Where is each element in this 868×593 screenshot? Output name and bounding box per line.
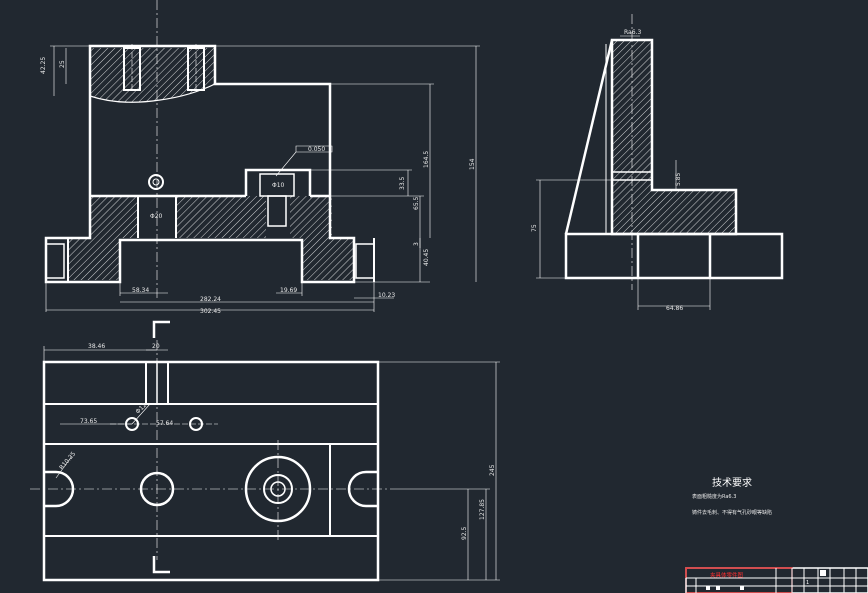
dim-width-inner: 282.24 bbox=[200, 296, 221, 303]
side-dim-small: 5.85 bbox=[675, 172, 682, 186]
technical-requirements: 技术要求 表面粗糙度为Ra6.3 铸件去毛刺、不得有气孔砂眼等缺陷 bbox=[692, 476, 772, 516]
tech-req-line1: 表面粗糙度为Ra6.3 bbox=[692, 493, 736, 500]
dim-width-left: 58.34 bbox=[132, 287, 149, 294]
top-dim-offset-left: 38.46 bbox=[88, 343, 105, 350]
side-view: Ra6.3 75 64.86 5.85 bbox=[531, 14, 784, 312]
title-block: 夹具体零件图 1 bbox=[685, 567, 868, 593]
dim-slot-height: 33.5 bbox=[399, 176, 406, 190]
dim-width-right: 19.69 bbox=[280, 287, 297, 294]
dim-width-total: 302.45 bbox=[200, 308, 221, 315]
top-dim-height-low: 92.5 bbox=[461, 526, 468, 540]
dim-hole-label-2: Φ20 bbox=[150, 213, 163, 220]
top-dim-slot-w: 20 bbox=[152, 343, 160, 350]
title-block-qty: 1 bbox=[806, 580, 809, 586]
front-view: 42.25 25 154 164.5 33.5 65.5 3 40.45 Φ10… bbox=[40, 0, 480, 315]
title-block-name: 夹具体零件图 bbox=[710, 571, 744, 579]
side-dim-height: 75 bbox=[531, 224, 538, 232]
dim-flatness: 0.050 bbox=[308, 146, 325, 153]
side-top-label: Ra6.3 bbox=[624, 29, 641, 36]
top-dim-hole-right: 57.64 bbox=[156, 420, 173, 427]
top-dim-hole-left: 73.65 bbox=[80, 418, 97, 425]
dim-depth-65: 65.5 bbox=[413, 196, 420, 210]
dim-height-top-a: 42.25 bbox=[40, 57, 47, 74]
top-dim-height-mid: 127.85 bbox=[479, 499, 486, 520]
dim-bottom-40: 40.45 bbox=[423, 249, 430, 266]
front-hatch-top bbox=[90, 48, 215, 103]
dim-small-3: 3 bbox=[413, 242, 420, 246]
dim-flange: 10.23 bbox=[378, 292, 395, 299]
tech-req-title: 技术要求 bbox=[712, 476, 752, 489]
dim-height-top-b: 25 bbox=[59, 60, 66, 68]
dim-height-mid: 164.5 bbox=[423, 151, 430, 168]
top-view: 38.46 20 73.65 57.64 Φ12 R10.25 245 127.… bbox=[30, 320, 500, 582]
dim-overall-height: 154 bbox=[469, 158, 476, 170]
side-dim-width: 64.86 bbox=[666, 305, 683, 312]
front-hatch-mid bbox=[90, 196, 138, 238]
dim-hole-label: Φ10 bbox=[272, 182, 285, 189]
top-dim-height-total: 245 bbox=[489, 464, 496, 476]
tech-req-line2: 铸件去毛刺、不得有气孔砂眼等缺陷 bbox=[692, 509, 772, 516]
